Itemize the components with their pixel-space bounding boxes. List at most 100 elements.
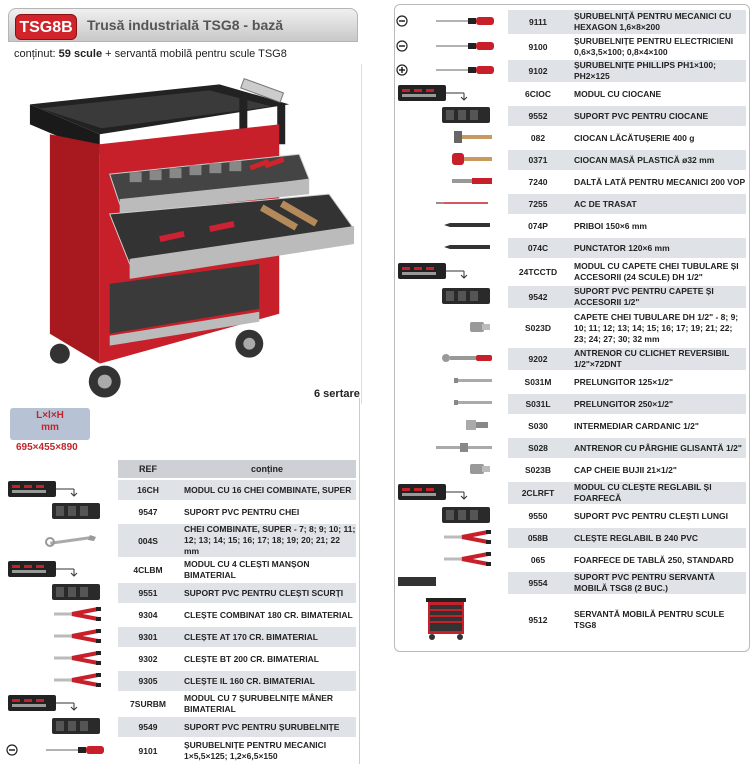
screwdriver-phillips-icon <box>396 60 508 82</box>
hammer-icon <box>396 128 508 148</box>
module-icon <box>396 482 508 504</box>
module-icon <box>396 260 508 284</box>
item-ref: 9305 <box>118 671 178 691</box>
plier-icon <box>6 671 118 691</box>
mat-icon <box>396 572 508 594</box>
tray-icon <box>6 583 118 603</box>
item-description: MODUL CU 16 CHEI COMBINATE, SUPER <box>178 480 356 500</box>
item-ref: 2CLRFT <box>508 482 568 504</box>
dimensions-box: L×l×H mm <box>10 408 90 440</box>
item-description: SUPORT PVC PENTRU CLEȘTI LUNGI <box>568 506 746 526</box>
item-ref: 6CIOC <box>508 84 568 104</box>
dimensions-value: 695×455×890 <box>16 442 78 453</box>
ratchet-icon <box>396 348 508 370</box>
item-description: PUNCTATOR 120×6 mm <box>568 238 746 258</box>
item-description: CAPETE CHEI TUBULARE DH 1/2" - 8; 9; 10;… <box>568 310 746 346</box>
item-ref: 9301 <box>118 627 178 647</box>
item-description: AC DE TRASAT <box>568 194 746 214</box>
screwdriver-flat-icon <box>396 36 508 58</box>
item-ref: 9302 <box>118 649 178 669</box>
punch-icon <box>396 216 508 236</box>
item-ref: 082 <box>508 128 568 148</box>
item-ref: S028 <box>508 438 568 458</box>
socket-icon <box>396 460 508 480</box>
plier-icon <box>6 627 118 647</box>
item-description: MODUL CU 7 ȘURUBELNIȚE MÂNER BIMATERIAL <box>178 693 356 715</box>
item-ref: 9554 <box>508 572 568 594</box>
item-description: DALTĂ LATĂ PENTRU MECANICI 200 VOP <box>568 172 746 192</box>
joint-icon <box>396 416 508 436</box>
item-ref: 16CH <box>118 480 178 500</box>
item-ref: 9304 <box>118 605 178 625</box>
screwdriver-flat-icon <box>6 739 118 763</box>
item-ref: 9102 <box>508 60 568 82</box>
item-description: CIOCAN MASĂ PLASTICĂ ø32 mm <box>568 150 746 170</box>
extension-icon <box>396 372 508 392</box>
item-ref: 9551 <box>118 583 178 603</box>
item-ref: 004S <box>118 524 178 557</box>
item-description: PRIBOI 150×6 mm <box>568 216 746 236</box>
item-ref: 9111 <box>508 10 568 34</box>
item-description: PRELUNGITOR 250×1/2" <box>568 394 746 414</box>
plier-icon <box>396 528 508 548</box>
divider <box>358 398 360 764</box>
item-ref: 0371 <box>508 150 568 170</box>
item-ref: S023D <box>508 310 568 346</box>
item-ref: 9549 <box>118 717 178 737</box>
item-ref: 074P <box>508 216 568 236</box>
item-ref: 9547 <box>118 502 178 522</box>
item-ref: 9542 <box>508 286 568 308</box>
item-description: CLEȘTE BT 200 CR. BIMATERIAL <box>178 649 356 669</box>
item-ref: 065 <box>508 550 568 570</box>
item-description: SUPORT PVC PENTRU ȘURUBELNIȚE <box>178 717 356 737</box>
item-description: ȘURUBELNIȚĂ PENTRU MECANICI CU HEXAGON 1… <box>568 10 746 34</box>
item-description: ANTRENOR CU CLICHET REVERSIBIL 1/2"×72DN… <box>568 348 746 370</box>
module-icon <box>396 84 508 104</box>
item-ref: 9550 <box>508 506 568 526</box>
item-description: FOARFECE DE TABLĂ 250, STANDARD <box>568 550 746 570</box>
item-description: CAP CHEIE BUJII 21×1/2" <box>568 460 746 480</box>
tool-cart-image <box>29 64 362 404</box>
tray-icon <box>396 106 508 126</box>
dimensions-label: L×l×H <box>36 410 64 421</box>
content-prefix: conținut: <box>14 48 56 60</box>
chisel-icon <box>396 172 508 192</box>
screwdriver-flat-icon <box>396 10 508 34</box>
item-description: MODUL CU CLEȘTE REGLABIL ȘI FOARFECĂ <box>568 482 746 504</box>
item-ref: S023B <box>508 460 568 480</box>
dimensions-unit: mm <box>41 422 59 433</box>
tray-icon <box>6 717 118 737</box>
tray-icon <box>396 286 508 308</box>
item-ref: 9202 <box>508 348 568 370</box>
item-ref: 7240 <box>508 172 568 192</box>
extension-icon <box>396 394 508 414</box>
item-description: SUPORT PVC PENTRU CIOCANE <box>568 106 746 126</box>
